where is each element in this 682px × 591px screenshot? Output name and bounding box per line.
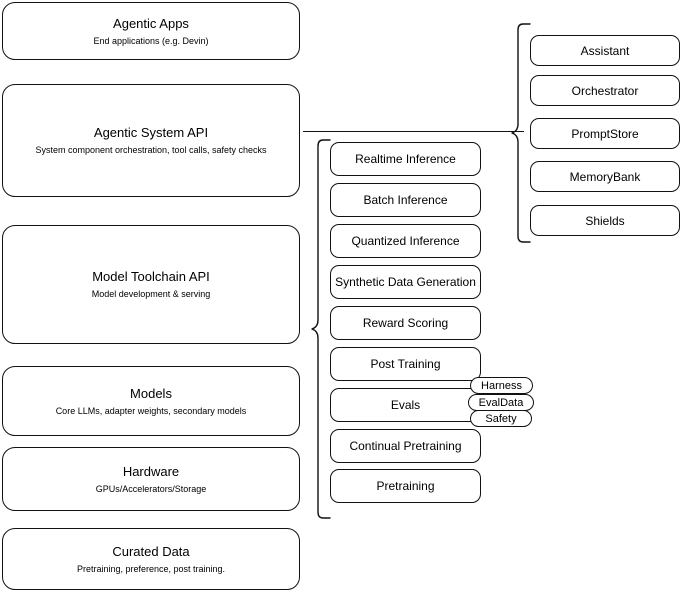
capability-box-continual-pretraining[interactable]: Continual Pretraining (330, 429, 481, 463)
system-component-box-memorybank[interactable]: MemoryBank (530, 161, 680, 192)
capability-box-synthetic-data-generation[interactable]: Synthetic Data Generation (330, 265, 481, 299)
bracket-system-components (510, 22, 532, 244)
stack-box-agentic-system-api[interactable]: Agentic System API System component orch… (2, 84, 300, 197)
capability-label: Pretraining (376, 479, 435, 493)
capability-box-realtime-inference[interactable]: Realtime Inference (330, 142, 481, 176)
evals-pill-label: EvalData (478, 396, 524, 409)
stack-box-agentic-apps[interactable]: Agentic Apps End applications (e.g. Devi… (2, 2, 300, 60)
capability-label: Continual Pretraining (349, 439, 462, 453)
capability-label: Batch Inference (363, 193, 448, 207)
evals-pill-harness[interactable]: Harness (470, 377, 533, 394)
capability-box-quantized-inference[interactable]: Quantized Inference (330, 224, 481, 258)
stack-subtitle: Core LLMs, adapter weights, secondary mo… (55, 405, 247, 416)
stack-title: Agentic Apps (113, 15, 189, 31)
system-component-box-shields[interactable]: Shields (530, 205, 680, 236)
stack-box-models[interactable]: Models Core LLMs, adapter weights, secon… (2, 366, 300, 436)
system-component-label: Assistant (580, 43, 630, 58)
system-component-label: Shields (585, 213, 625, 228)
capability-label: Evals (390, 398, 421, 412)
evals-pill-safety[interactable]: Safety (470, 410, 532, 427)
system-component-box-orchestrator[interactable]: Orchestrator (530, 75, 680, 106)
capability-box-reward-scoring[interactable]: Reward Scoring (330, 306, 481, 340)
evals-pill-evaldata[interactable]: EvalData (468, 394, 534, 411)
evals-pill-label: Harness (481, 379, 522, 392)
capability-box-pretraining[interactable]: Pretraining (330, 469, 481, 503)
stack-subtitle: Model development & serving (91, 289, 211, 299)
stack-title: Model Toolchain API (92, 269, 210, 284)
capability-label: Synthetic Data Generation (335, 275, 476, 289)
system-component-label: Orchestrator (571, 83, 639, 98)
bracket-toolchain-capabilities (310, 138, 332, 520)
stack-box-hardware[interactable]: Hardware GPUs/Accelerators/Storage (2, 447, 300, 511)
stack-title: Agentic System API (93, 125, 209, 140)
system-component-label: MemoryBank (569, 169, 641, 184)
connector-line-system-api-to-components (303, 131, 524, 132)
stack-title: Models (130, 385, 172, 401)
system-component-box-assistant[interactable]: Assistant (530, 35, 680, 66)
stack-title: Hardware (122, 463, 180, 479)
stack-subtitle: System component orchestration, tool cal… (35, 145, 267, 155)
stack-box-model-toolchain-api[interactable]: Model Toolchain API Model development & … (2, 225, 300, 344)
stack-subtitle: End applications (e.g. Devin) (93, 35, 209, 46)
system-component-box-promptstore[interactable]: PromptStore (530, 118, 680, 149)
capability-box-post-training[interactable]: Post Training (330, 347, 481, 381)
capability-label: Reward Scoring (362, 316, 449, 330)
stack-box-curated-data[interactable]: Curated Data Pretraining, preference, po… (2, 528, 300, 590)
stack-title: Curated Data (112, 543, 190, 559)
system-component-label: PromptStore (571, 126, 639, 141)
capability-box-batch-inference[interactable]: Batch Inference (330, 183, 481, 217)
stack-subtitle: GPUs/Accelerators/Storage (95, 483, 207, 494)
capability-label: Quantized Inference (351, 234, 460, 248)
evals-pill-label: Safety (485, 412, 517, 425)
capability-label: Realtime Inference (355, 152, 456, 166)
capability-box-evals[interactable]: Evals (330, 388, 481, 422)
capability-label: Post Training (370, 357, 441, 371)
stack-subtitle: Pretraining, preference, post training. (76, 563, 226, 574)
